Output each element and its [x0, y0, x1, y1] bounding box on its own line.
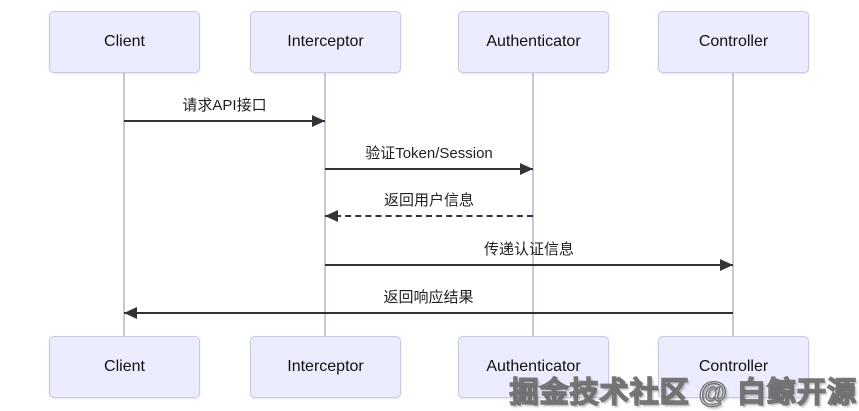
actor-label: Authenticator	[486, 33, 581, 50]
arrowhead-right-icon	[312, 115, 325, 127]
message-label: 验证Token/Session	[365, 145, 493, 162]
actor-label: Client	[104, 358, 145, 375]
actor-label: Authenticator	[486, 358, 581, 375]
arrowhead-right-icon	[520, 163, 533, 175]
message-request-api: 请求API接口	[124, 96, 325, 127]
actor-authenticator-bottom: Authenticator	[458, 336, 609, 398]
actor-client-top: Client	[49, 11, 200, 73]
message-label: 传递认证信息	[483, 241, 574, 258]
message-label: 请求API接口	[182, 97, 267, 114]
actor-label: Client	[104, 33, 145, 50]
arrowhead-left-icon	[325, 210, 338, 222]
lifeline-interceptor	[324, 73, 326, 336]
message-label: 返回用户信息	[383, 192, 474, 209]
actor-client-bottom: Client	[49, 336, 200, 398]
actor-label: Interceptor	[287, 358, 364, 375]
message-arrow-line	[124, 307, 733, 319]
actor-label: Controller	[698, 33, 769, 50]
actor-controller-bottom: Controller	[658, 336, 809, 398]
actor-label: Interceptor	[287, 33, 364, 50]
lifeline-controller	[732, 73, 734, 336]
message-return-userinfo: 返回用户信息	[325, 191, 533, 222]
arrowhead-left-icon	[124, 307, 137, 319]
arrowhead-right-icon	[720, 259, 733, 271]
message-arrow-line	[325, 210, 533, 222]
message-arrow-line	[325, 259, 733, 271]
actor-authenticator-top: Authenticator	[458, 11, 609, 73]
message-pass-auth: 传递认证信息	[325, 240, 733, 271]
message-verify-token: 验证Token/Session	[325, 144, 533, 175]
message-arrow-line	[124, 115, 325, 127]
message-label: 返回响应结果	[383, 289, 474, 306]
message-return-response: 返回响应结果	[124, 288, 733, 319]
lifeline-client	[123, 73, 125, 336]
actor-label: Controller	[698, 358, 769, 375]
lifeline-authenticator	[532, 73, 534, 336]
watermark: 掘金技术社区 @ 白鲸开源	[509, 376, 857, 409]
actor-interceptor-bottom: Interceptor	[250, 336, 401, 398]
actor-controller-top: Controller	[658, 11, 809, 73]
message-arrow-line	[325, 163, 533, 175]
actor-interceptor-top: Interceptor	[250, 11, 401, 73]
